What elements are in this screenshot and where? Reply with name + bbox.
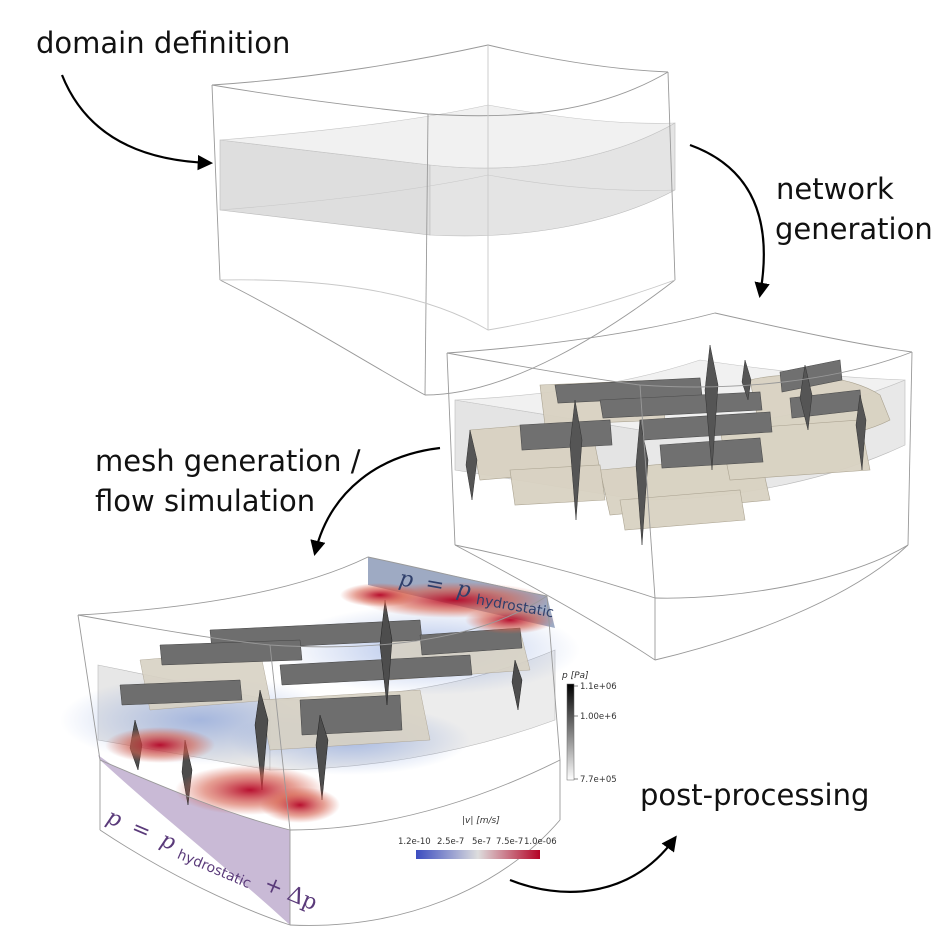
top-bc-label: p = p hydrostatic <box>396 566 557 621</box>
pressure-mid-label: 1.00e+6 <box>580 712 617 722</box>
arrow-domain <box>60 74 214 171</box>
velocity-tick-3: 7.5e-7 <box>496 837 523 847</box>
velocity-tick-4: 1.0e-06 <box>524 837 557 847</box>
top-bc-lhs: p <box>397 566 415 593</box>
simulation-block <box>60 556 580 926</box>
velocity-tick-1: 2.5e-7 <box>437 837 464 847</box>
workflow-arrows <box>60 74 770 893</box>
label-network-generation-2: generation <box>775 212 933 246</box>
domain-block <box>211 44 676 396</box>
svg-text:p = p hydros: p = p hydrostatic <box>396 566 557 621</box>
label-mesh-generation-2: flow simulation <box>95 484 316 518</box>
network-block <box>446 312 913 661</box>
pressure-colorbar: p [Pa] 1.1e+06 1.00e+6 7.7e+05 <box>561 671 617 785</box>
pressure-colorbar-title: p [Pa] <box>561 671 589 681</box>
label-post-processing: post-processing <box>640 778 870 812</box>
label-mesh-generation-1: mesh generation / <box>95 444 361 478</box>
label-network-generation-1: network <box>776 172 894 206</box>
arrow-mesh <box>310 446 441 556</box>
label-domain-definition: domain definition <box>36 26 291 60</box>
top-bc-rhs: p <box>455 576 473 603</box>
velocity-colorbar: |v| [m/s] 1.2e-10 2.5e-7 5e-7 7.5e-7 1.0… <box>398 816 557 859</box>
domain-layer-top <box>219 104 676 169</box>
velocity-tick-2: 5e-7 <box>472 837 491 847</box>
pressure-max-label: 1.1e+06 <box>580 682 617 692</box>
arrow-network <box>689 143 770 299</box>
velocity-hotspots <box>105 582 555 823</box>
velocity-colorbar-title: |v| [m/s] <box>462 816 500 826</box>
arrow-post <box>509 835 677 893</box>
velocity-tick-0: 1.2e-10 <box>398 837 431 847</box>
top-bc-eq: = <box>424 571 446 599</box>
pressure-min-label: 7.7e+05 <box>580 775 617 785</box>
